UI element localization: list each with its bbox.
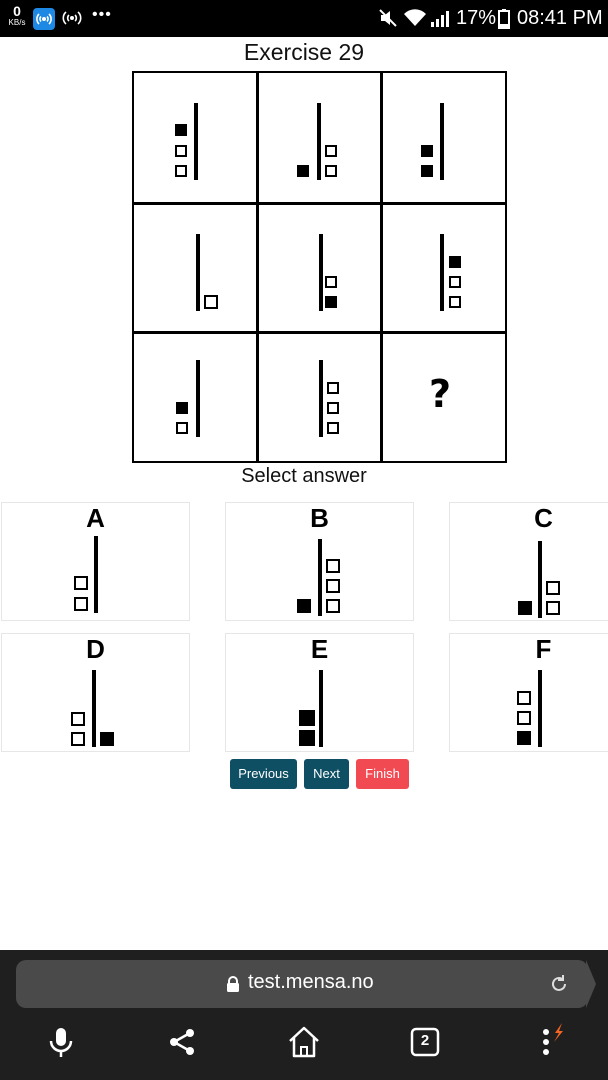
url-text[interactable]: test.mensa.no [248, 971, 374, 993]
grid-divider [256, 73, 259, 461]
matrix-cell [383, 205, 505, 331]
lock-icon [226, 976, 240, 992]
clock: 08:41 PM [517, 7, 603, 29]
tabs-icon[interactable]: 2 [405, 1022, 445, 1062]
status-bar: 0 KB/s ••• 17% 08:41 PM [0, 0, 608, 37]
grid-divider [134, 331, 505, 334]
grid-divider [134, 202, 505, 205]
answer-option-c[interactable]: C [449, 502, 608, 621]
hotspot-icon [33, 8, 55, 30]
wifi-icon [403, 8, 427, 28]
finish-button[interactable]: Finish [356, 759, 409, 789]
option-letter: D [86, 634, 105, 664]
home-icon[interactable] [284, 1022, 324, 1062]
option-letter: B [310, 503, 329, 533]
question-mark: ? [429, 372, 452, 416]
matrix-cell [383, 73, 505, 202]
battery-percent: 17% [456, 7, 497, 29]
matrix-cell [134, 205, 256, 331]
network-speed-value: 0 [13, 3, 21, 19]
answer-option-b[interactable]: B [225, 502, 414, 621]
wireless-icon [60, 8, 84, 30]
next-button[interactable]: Next [304, 759, 349, 789]
select-answer-label: Select answer [241, 465, 367, 487]
address-bar[interactable]: test.mensa.no [16, 960, 588, 1008]
exercise-title: Exercise 29 [243, 39, 365, 65]
network-speed: 0 KB/s [6, 4, 28, 28]
previous-button[interactable]: Previous [230, 759, 297, 789]
answer-option-e[interactable]: E [225, 633, 414, 752]
answer-option-d[interactable]: D [1, 633, 190, 752]
reload-icon[interactable] [548, 973, 570, 995]
option-letter: E [310, 634, 329, 664]
puzzle-matrix: ? [132, 71, 507, 463]
battery-icon [498, 9, 510, 29]
tab-count: 2 [420, 1032, 430, 1049]
option-letter: F [535, 634, 552, 664]
matrix-cell [259, 334, 380, 461]
matrix-cell [134, 334, 256, 461]
mute-icon [378, 8, 398, 28]
answer-option-f[interactable]: F [449, 633, 608, 752]
grid-divider [380, 73, 383, 461]
option-letter: A [86, 503, 105, 533]
option-letter: C [534, 503, 553, 533]
matrix-cell-missing: ? [383, 334, 505, 461]
microphone-icon[interactable] [41, 1022, 81, 1062]
matrix-cell [134, 73, 256, 202]
address-bar-tip [586, 960, 596, 1008]
share-icon[interactable] [162, 1022, 202, 1062]
menu-icon[interactable] [528, 1022, 568, 1062]
overflow-indicator: ••• [92, 6, 112, 23]
signal-icon [430, 9, 452, 27]
network-speed-unit: KB/s [8, 18, 26, 27]
matrix-cell [259, 205, 380, 331]
matrix-cell [259, 73, 380, 202]
browser-toolbar: test.mensa.no 2 [0, 950, 608, 1080]
answer-option-a[interactable]: A [1, 502, 190, 621]
